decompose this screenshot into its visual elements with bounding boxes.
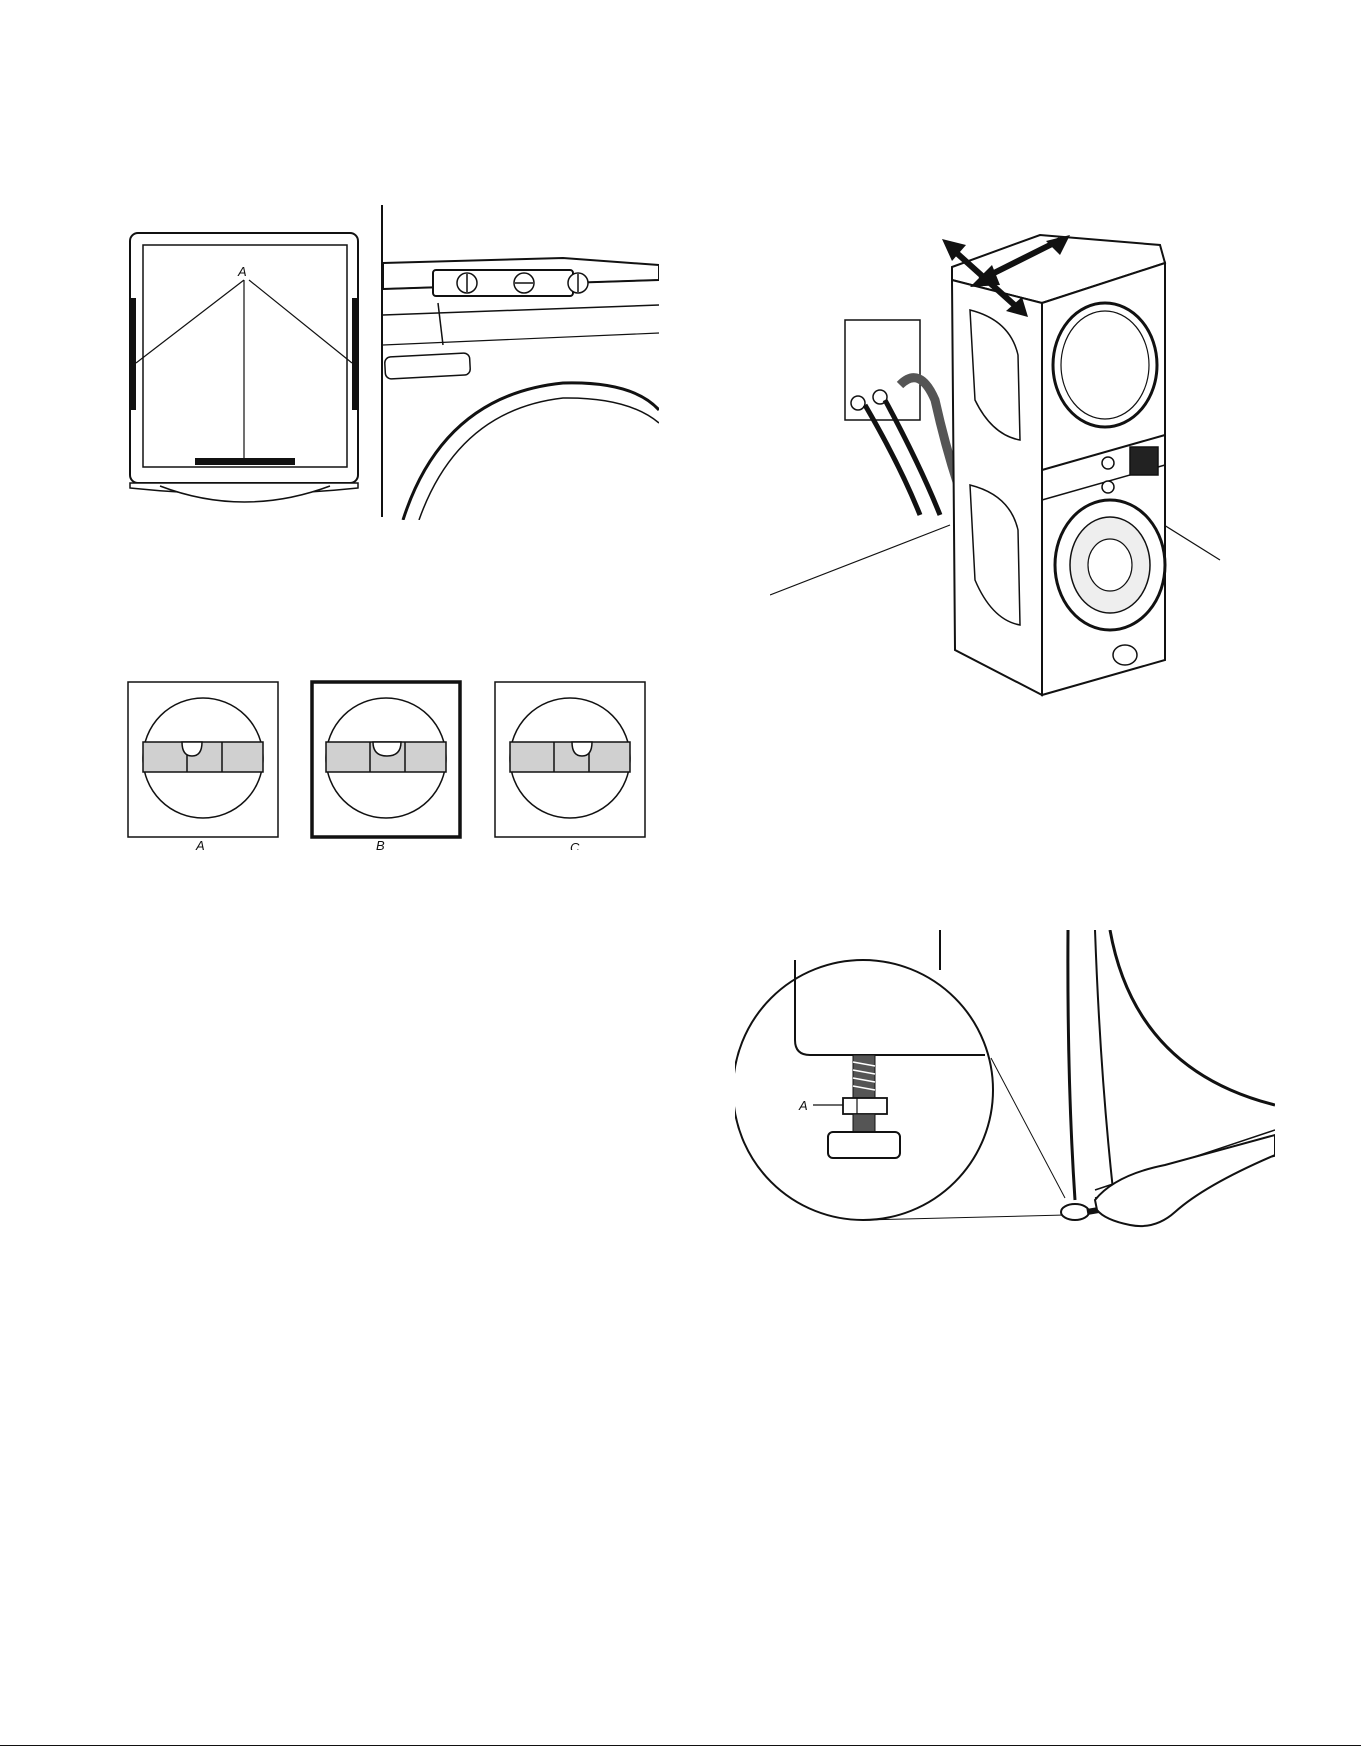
control-display — [1130, 447, 1158, 475]
figure-stacked-units — [770, 225, 1250, 715]
bubble-label-a: A — [195, 838, 205, 850]
leveling-foot-drawing: A — [735, 930, 1275, 1250]
level-position-left — [130, 298, 136, 410]
bubble-level-c — [495, 682, 645, 837]
bubble-levels-drawing: A B C — [120, 670, 650, 850]
washer-knob-icon — [1102, 481, 1114, 493]
valve-left-icon — [851, 396, 865, 410]
level-position-right — [352, 298, 358, 410]
threaded-rod — [853, 1055, 875, 1100]
figure-leveling-foot: A — [735, 930, 1275, 1250]
cabinet-edge — [1068, 930, 1075, 1200]
threaded-rod-lower — [853, 1114, 875, 1132]
magnifier-leader-1 — [991, 1058, 1065, 1198]
cabinet-side — [952, 280, 1042, 695]
dispenser-drawer — [384, 353, 470, 379]
level-position-front — [195, 458, 295, 465]
callout-label: A — [798, 1098, 808, 1113]
inlet-hose-1 — [865, 405, 920, 515]
bubble-c — [572, 742, 592, 756]
washer-top-view-drawing: A — [120, 200, 380, 530]
callout-label: A — [237, 264, 247, 279]
figure-top-view: A — [120, 200, 380, 530]
level-on-washer-drawing — [383, 205, 659, 520]
dryer-door — [1053, 303, 1157, 427]
drain-pump-cover — [1113, 645, 1137, 665]
wrench-head — [1061, 1204, 1089, 1220]
leader-line-left — [770, 525, 950, 595]
door-curve — [1110, 930, 1275, 1105]
bubble-b — [373, 742, 401, 756]
figure-level-on-washer — [383, 205, 659, 520]
leveling-foot-pad — [828, 1132, 900, 1158]
bubble-level-a — [128, 682, 278, 837]
bubble-label-b: B — [376, 838, 385, 850]
dryer-knob-icon — [1102, 457, 1114, 469]
page-bottom-rule — [0, 1745, 1361, 1746]
bubble-level-b — [312, 682, 460, 837]
bubble-label-c: C — [570, 840, 580, 850]
stacked-washer-dryer-drawing — [770, 225, 1250, 715]
hand-icon — [1095, 1135, 1275, 1226]
lock-nut — [843, 1098, 887, 1114]
spirit-level — [433, 270, 573, 296]
figure-bubble-levels: A B C — [120, 670, 650, 850]
bubble-a — [182, 742, 202, 756]
